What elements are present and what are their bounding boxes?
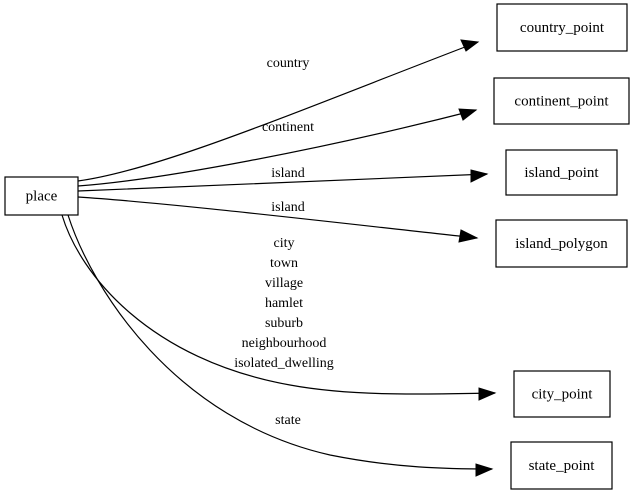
node-island_polygon[interactable]: island_polygon bbox=[495, 219, 628, 268]
node-box bbox=[496, 3, 628, 52]
node-state_point[interactable]: state_point bbox=[510, 441, 613, 490]
node-box bbox=[510, 441, 613, 490]
node-continent_point[interactable]: continent_point bbox=[493, 77, 630, 125]
node-label: place bbox=[26, 188, 58, 204]
edge-label-island-polygon: island bbox=[271, 200, 304, 215]
arrowhead-icon bbox=[460, 39, 480, 52]
node-label: continent_point bbox=[514, 93, 609, 109]
node-box bbox=[513, 370, 611, 418]
edge-label-line: suburb bbox=[265, 316, 303, 331]
edge-line bbox=[61, 214, 496, 395]
node-box bbox=[495, 219, 628, 268]
edge-place-state_point[interactable] bbox=[67, 214, 494, 477]
edge-label-line: isolated_dwelling bbox=[234, 356, 334, 371]
node-city_point[interactable]: city_point bbox=[513, 370, 611, 418]
edge-line bbox=[67, 214, 493, 470]
edge-line bbox=[77, 196, 478, 239]
edge-line bbox=[77, 41, 479, 182]
edge-place-city_point[interactable] bbox=[61, 214, 497, 401]
edge-label-line: hamlet bbox=[265, 296, 303, 311]
node-place[interactable]: place bbox=[4, 176, 79, 216]
edge-label-line: village bbox=[265, 276, 303, 291]
edge-label-place-types: city town village hamlet suburb neighbou… bbox=[234, 236, 334, 371]
edge-label-line: town bbox=[270, 256, 298, 271]
node-box bbox=[505, 149, 618, 196]
node-box bbox=[493, 77, 630, 125]
edge-label-line: city bbox=[274, 236, 295, 251]
edge-label-country: country bbox=[267, 56, 310, 71]
node-island_point[interactable]: island_point bbox=[505, 149, 618, 196]
edge-place-island_polygon[interactable] bbox=[77, 196, 479, 243]
edge-line bbox=[77, 173, 488, 192]
node-label: country_point bbox=[520, 20, 605, 36]
node-box bbox=[4, 176, 79, 216]
edge-line bbox=[77, 109, 477, 187]
edge-place-island_point[interactable] bbox=[77, 169, 489, 192]
edge-label-state: state bbox=[275, 413, 301, 428]
node-label: island_polygon bbox=[515, 236, 608, 252]
node-label: island_point bbox=[524, 165, 599, 181]
arrowhead-icon bbox=[458, 108, 478, 121]
edge-place-continent_point[interactable] bbox=[77, 108, 478, 187]
arrowhead-icon bbox=[475, 463, 494, 477]
arrowhead-icon bbox=[470, 169, 489, 183]
edge-place-country_point[interactable] bbox=[77, 39, 480, 182]
node-country_point[interactable]: country_point bbox=[496, 3, 628, 52]
edge-label-island-point: island bbox=[271, 166, 304, 181]
node-label: city_point bbox=[532, 386, 594, 402]
node-label: state_point bbox=[529, 458, 596, 474]
arrowhead-icon bbox=[478, 387, 497, 401]
arrowhead-icon bbox=[458, 229, 479, 243]
edge-label-line: neighbourhood bbox=[242, 336, 327, 351]
edge-label-continent: continent bbox=[262, 120, 314, 135]
